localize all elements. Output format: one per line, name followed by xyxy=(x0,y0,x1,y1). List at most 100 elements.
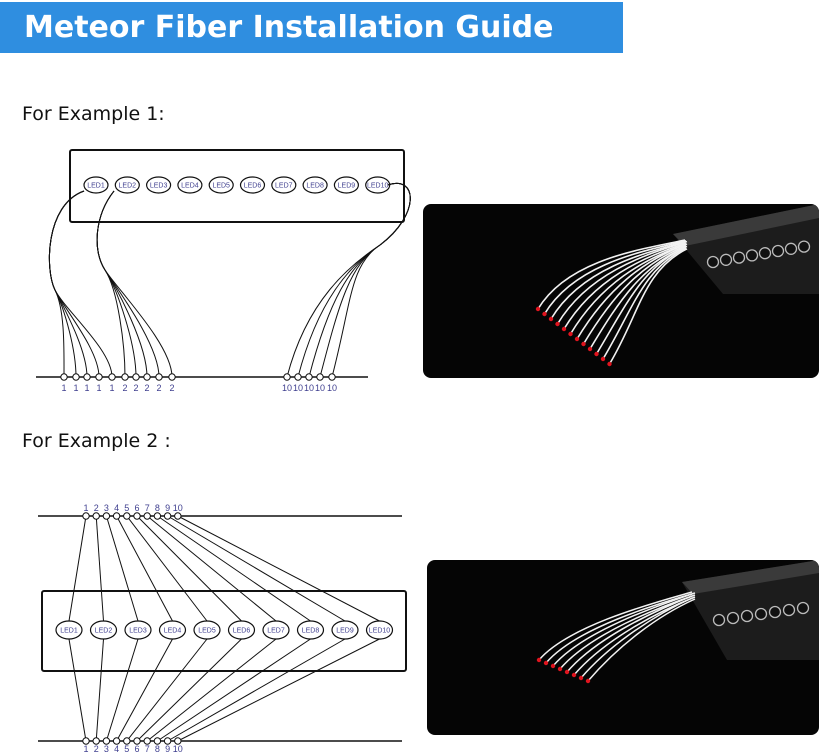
fiber-tip xyxy=(600,356,606,362)
fiber-line xyxy=(95,638,104,742)
fiber-end xyxy=(92,737,100,745)
led-5 xyxy=(208,176,234,194)
top-fiber-number: 6 xyxy=(134,503,139,513)
fiber-strand xyxy=(537,239,686,310)
fiber-end xyxy=(102,512,111,520)
top-fiber-number: 1 xyxy=(83,503,88,513)
fiber-end xyxy=(143,512,151,520)
fiber-line xyxy=(105,638,139,742)
led-label: LED5 xyxy=(212,183,230,190)
led-8 xyxy=(296,620,325,640)
fiber-line xyxy=(136,638,242,742)
fiber-tip xyxy=(578,675,584,681)
led-9 xyxy=(331,620,359,640)
fiber-end xyxy=(133,737,141,745)
led-3 xyxy=(146,176,172,194)
port-icon xyxy=(784,242,798,255)
led-label: LED5 xyxy=(198,628,216,635)
fiber-line xyxy=(116,638,173,742)
fiber-light-photo-1 xyxy=(535,204,819,367)
led-board-2 xyxy=(41,590,407,672)
fiber-end xyxy=(82,512,90,520)
led-4 xyxy=(158,620,187,640)
fiber-number: 10 xyxy=(315,383,325,393)
fiber-strand xyxy=(538,591,693,661)
fiber-end xyxy=(92,512,100,520)
port-icon xyxy=(740,609,754,623)
fiber-end xyxy=(132,373,140,381)
bottom-fiber-number: 10 xyxy=(173,744,183,754)
fiber-tip xyxy=(568,331,573,337)
port-icon xyxy=(732,251,746,264)
fiber-end xyxy=(133,512,141,520)
bottom-fiber-number: 4 xyxy=(114,744,119,754)
fiber-line xyxy=(48,190,113,378)
fiber-end xyxy=(328,373,336,381)
led-3 xyxy=(124,620,152,640)
fiber-line xyxy=(136,515,242,622)
fiber-number: 2 xyxy=(156,383,161,393)
fiber-line xyxy=(146,515,277,622)
fiber-end xyxy=(316,373,324,381)
bottom-fiber-number: 1 xyxy=(83,744,88,754)
fiber-end xyxy=(305,373,313,381)
fiber-number: 1 xyxy=(84,383,89,393)
fiber-end xyxy=(168,373,176,381)
port-icon xyxy=(771,244,785,258)
fiber-line xyxy=(157,638,311,742)
fiber-strand xyxy=(582,244,687,345)
fiber-strand xyxy=(608,248,688,365)
fiber-number: 10 xyxy=(282,383,292,393)
fiber-strand xyxy=(595,246,686,355)
led-label: LED2 xyxy=(95,628,113,635)
fiber-line xyxy=(157,515,311,622)
fiber-strand xyxy=(543,240,687,315)
top-fiber-number: 3 xyxy=(104,503,109,513)
led-1 xyxy=(83,176,109,194)
led-6 xyxy=(239,176,266,194)
fiber-end xyxy=(174,737,182,745)
fiber-group-1 xyxy=(48,183,411,381)
fiber-strand xyxy=(552,593,693,667)
led-label: LED6 xyxy=(233,628,251,635)
fiber-number: 2 xyxy=(133,383,138,393)
fiber-line xyxy=(68,515,87,622)
fiber-strand xyxy=(602,247,687,360)
fiber-tip xyxy=(535,306,541,312)
example-1-heading: For Example 1: xyxy=(22,103,165,125)
fiber-light-photo-2 xyxy=(536,560,819,684)
led-5 xyxy=(193,620,221,640)
page-title: Meteor Fiber Installation Guide xyxy=(0,2,623,53)
fiber-tip xyxy=(542,311,547,317)
fiber-line xyxy=(96,190,173,378)
fiber-strand xyxy=(556,241,686,325)
led-10 xyxy=(365,176,391,194)
fiber-number: 1 xyxy=(73,383,78,393)
led-2 xyxy=(89,620,118,640)
fiber-line xyxy=(68,638,87,742)
led-label: LED7 xyxy=(275,183,293,190)
fiber-end xyxy=(283,373,291,381)
led-label: LED9 xyxy=(338,183,356,190)
fiber-line xyxy=(126,515,208,622)
led-label: LED4 xyxy=(181,183,199,190)
port-icon xyxy=(782,603,796,617)
led-6 xyxy=(227,620,256,640)
fiber-number: 2 xyxy=(169,383,174,393)
fiber-end xyxy=(294,373,302,381)
top-fiber-number: 5 xyxy=(124,503,129,513)
fiber-tip xyxy=(564,669,570,675)
fiber-tip xyxy=(555,321,560,327)
port-icon xyxy=(726,611,740,625)
port-icon xyxy=(797,240,811,253)
top-fiber-number: 2 xyxy=(94,503,99,513)
fiber-strand xyxy=(587,598,696,682)
led-10 xyxy=(365,620,394,640)
fiber-tip xyxy=(574,336,580,342)
port-icon xyxy=(758,247,772,260)
led-label: LED7 xyxy=(267,628,285,635)
led-label: LED1 xyxy=(87,183,105,190)
